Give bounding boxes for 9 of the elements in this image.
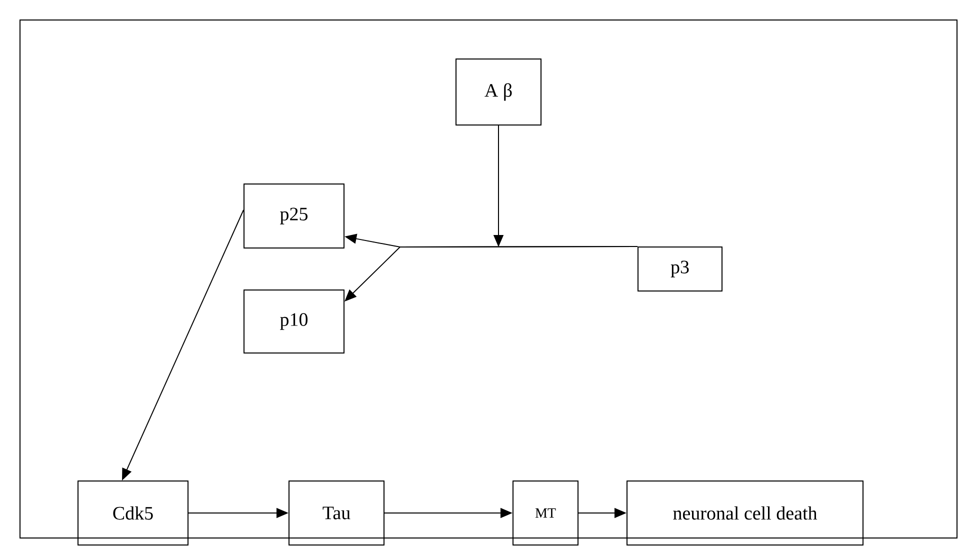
process-box: p25 <box>244 184 344 248</box>
process-box: neuronal cell death <box>626 480 864 546</box>
process-box: Cdk5 <box>78 480 188 546</box>
process-box: Tau <box>288 480 384 546</box>
process-box: MT <box>512 480 578 546</box>
process-box: p10 <box>244 290 344 354</box>
process-box: A β <box>456 58 542 126</box>
process-box: p3 <box>638 246 722 292</box>
arrow <box>344 246 638 302</box>
